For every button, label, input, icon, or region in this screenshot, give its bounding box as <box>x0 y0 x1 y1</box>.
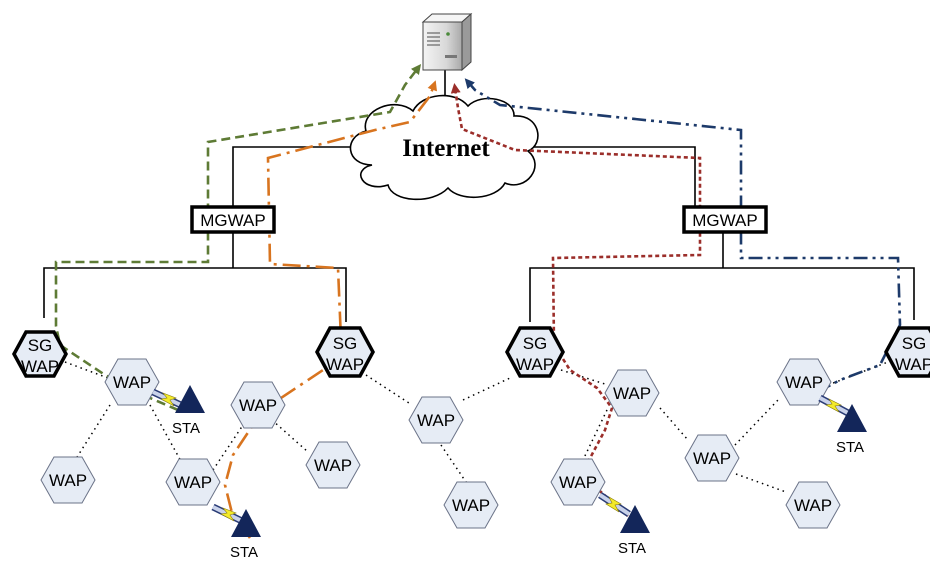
mesh-link <box>582 409 608 461</box>
mesh-link <box>271 419 309 453</box>
sg-wap-node-4[interactable]: SG WAP <box>884 326 930 378</box>
wap-label: WAP <box>174 473 212 492</box>
sg-wap-label-line2: WAP <box>326 355 364 374</box>
sg-wap-label-line1: SG <box>902 334 927 353</box>
wap-label: WAP <box>239 396 277 415</box>
wireless-link-icon <box>151 388 185 410</box>
blue-path <box>464 78 902 394</box>
sg-wap-node-2[interactable]: SG WAP <box>315 326 375 378</box>
wap-label: WAP <box>785 373 823 392</box>
sta-icon[interactable]: STA <box>836 404 867 456</box>
server-icon <box>421 12 473 72</box>
mesh-link <box>560 369 609 386</box>
mesh-link <box>365 374 413 406</box>
wap-label: WAP <box>613 384 651 403</box>
wap-node[interactable]: WAP <box>443 481 499 529</box>
sta-icon[interactable]: STA <box>172 385 205 437</box>
internet-label: Internet <box>402 135 490 162</box>
wireless-link-icon <box>598 492 631 517</box>
sta-label: STA <box>172 420 200 437</box>
mgwap-left[interactable]: MGWAP <box>190 205 276 234</box>
wireless-link-icon <box>211 503 246 526</box>
mesh-link <box>734 399 779 446</box>
wap-label: WAP <box>559 473 597 492</box>
mesh-link <box>462 377 511 401</box>
sg-wap-label-line2: WAP <box>21 357 59 376</box>
mesh-link <box>212 421 246 471</box>
wap-node[interactable]: WAP <box>776 358 832 406</box>
cloud-icon: Internet <box>349 94 539 201</box>
sta-label: STA <box>618 540 646 557</box>
wap-label: WAP <box>314 456 352 475</box>
wired-backbone <box>43 70 915 322</box>
wap-node[interactable]: WAP <box>684 434 740 482</box>
mgwap-right-branch <box>529 267 915 322</box>
wap-label: WAP <box>452 496 490 515</box>
wireless-link-icon <box>818 394 850 417</box>
mesh-link <box>71 404 111 466</box>
wireless-mesh <box>64 361 889 493</box>
wap-node[interactable]: WAP <box>305 441 361 489</box>
wap-node[interactable]: WAP <box>104 358 160 406</box>
mesh-link <box>659 407 689 441</box>
wap-label: WAP <box>417 411 455 430</box>
wap-node[interactable]: WAP <box>165 458 221 506</box>
sta-icon[interactable]: STA <box>618 505 650 557</box>
sta-label: STA <box>836 439 864 456</box>
sg-wap-node-1[interactable]: SG WAP <box>12 330 68 378</box>
sg-wap-label-line2: WAP <box>516 355 554 374</box>
mesh-link <box>735 473 787 493</box>
sg-wap-label-line2: WAP <box>895 355 930 374</box>
orange-path <box>223 80 437 539</box>
wap-node[interactable]: WAP <box>408 396 464 444</box>
sta-label: STA <box>230 544 258 561</box>
sg-wap-label-line1: SG <box>333 334 358 353</box>
wap-label: WAP <box>693 449 731 468</box>
mesh-link <box>440 444 469 486</box>
sta-icon[interactable]: STA <box>230 509 261 561</box>
mgwap-right[interactable]: MGWAP <box>682 205 768 234</box>
mesh-link <box>149 404 183 464</box>
wap-node[interactable]: WAP <box>230 381 286 429</box>
mgwap-right-label: MGWAP <box>692 211 757 230</box>
wap-node[interactable]: WAP <box>785 481 841 529</box>
wap-label: WAP <box>49 471 87 490</box>
mgwap-left-branch <box>43 267 347 322</box>
mgwap-left-label: MGWAP <box>200 211 265 230</box>
wap-node[interactable]: WAP <box>550 458 606 506</box>
sg-wap-label-line1: SG <box>28 336 53 355</box>
mesh-link <box>64 361 109 379</box>
wap-node[interactable]: WAP <box>40 456 96 504</box>
wap-label: WAP <box>794 496 832 515</box>
wap-label: WAP <box>113 373 151 392</box>
sg-wap-label-line1: SG <box>523 334 548 353</box>
wap-node[interactable]: WAP <box>604 369 660 417</box>
sg-wap-node-3[interactable]: SG WAP <box>505 326 565 378</box>
